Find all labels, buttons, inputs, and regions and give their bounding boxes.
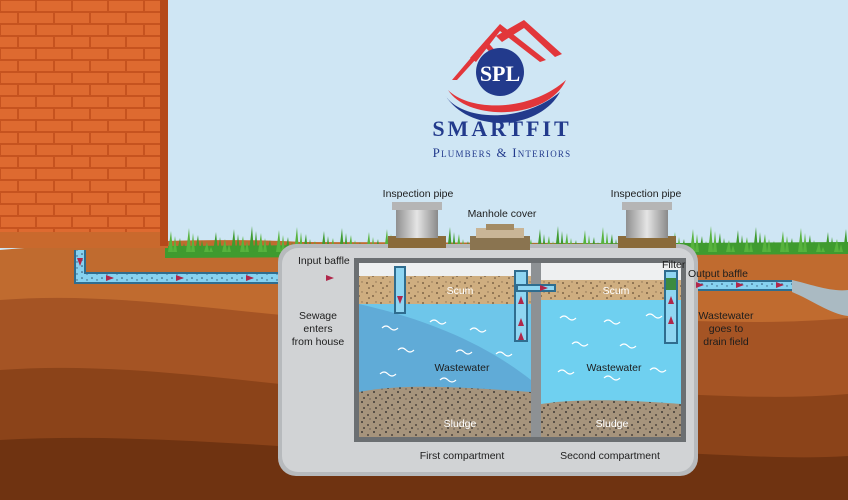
grass-blade xyxy=(726,240,735,252)
label-inspection-pipe-left: Inspection pipe xyxy=(382,188,454,200)
flow-arrow xyxy=(518,296,524,304)
grass-blade xyxy=(834,239,843,252)
grass-blade xyxy=(213,232,222,252)
label-sludge-left: Sludge xyxy=(443,418,477,430)
first-compartment-turbid-water xyxy=(359,304,531,396)
grass-blade xyxy=(168,231,177,252)
flow-arrows xyxy=(77,258,784,340)
grass-blade xyxy=(231,229,240,252)
water-waves xyxy=(379,313,667,383)
company-logo: SPL xyxy=(445,20,566,123)
grass-blade xyxy=(762,234,771,252)
grass-blade xyxy=(240,236,249,252)
grass-blade xyxy=(753,227,762,252)
inspection-pipe-right xyxy=(618,202,676,248)
grass-blade xyxy=(735,230,744,252)
label-sludge-right: Sludge xyxy=(595,418,629,430)
brand-name: SMARTFIT xyxy=(432,116,572,141)
input-baffle xyxy=(396,268,404,312)
grass-blade xyxy=(699,236,708,252)
label-scum-left: Scum xyxy=(446,285,474,297)
second-compartment-scum xyxy=(541,280,681,302)
svg-text:SPL: SPL xyxy=(480,61,520,86)
flow-arrow xyxy=(106,275,114,281)
grass-blade xyxy=(798,228,807,252)
transfer-pipe-top xyxy=(518,286,554,290)
flow-arrow xyxy=(77,258,83,266)
grass-blade xyxy=(249,226,258,252)
grass-blade xyxy=(708,226,717,252)
label-inspection-pipe-right: Inspection pipe xyxy=(610,188,682,200)
label-wastewater-exits: Wastewater goes to drain field xyxy=(698,310,754,348)
drain-field-spill xyxy=(792,280,848,316)
label-scum-right: Scum xyxy=(602,285,630,297)
flow-arrow xyxy=(518,332,524,340)
input-pipe-horizontal xyxy=(76,274,398,282)
label-input-baffle: Input baffle xyxy=(298,255,350,267)
label-wastewater-left: Wastewater xyxy=(434,362,490,374)
label-wastewater-right: Wastewater xyxy=(586,362,642,374)
filter xyxy=(666,278,676,290)
grass-blade xyxy=(258,233,267,252)
label-filter: Filter xyxy=(662,259,686,271)
label-second-compartment: Second compartment xyxy=(560,450,660,462)
grass-blade xyxy=(195,235,204,252)
flow-arrow xyxy=(518,318,524,326)
grass-blade xyxy=(780,231,789,252)
first-compartment-sludge xyxy=(359,386,531,437)
first-compartment-scum xyxy=(359,276,531,306)
flow-arrow xyxy=(736,282,744,288)
output-baffle xyxy=(666,272,676,342)
grass-blade xyxy=(717,233,726,252)
compartment-divider xyxy=(531,263,541,437)
grass-blade xyxy=(204,242,213,252)
flow-arrow xyxy=(397,296,403,304)
grass-blade xyxy=(816,242,825,252)
grass-blade xyxy=(843,229,848,252)
flow-arrow xyxy=(176,275,184,281)
house-brick-wall xyxy=(0,0,165,246)
transfer-pipe xyxy=(516,272,526,340)
grass-blade xyxy=(186,228,195,252)
flow-arrow xyxy=(246,275,254,281)
output-pipe xyxy=(672,282,792,289)
grass-blade xyxy=(690,229,699,252)
grass-blade xyxy=(771,241,780,252)
grass-blade xyxy=(744,237,753,252)
inspection-pipe-left xyxy=(388,202,446,248)
flow-arrow xyxy=(540,285,548,291)
flow-arrow xyxy=(668,296,674,304)
house-foundation xyxy=(0,232,168,248)
second-compartment-sludge xyxy=(541,400,681,437)
brand-tagline: Plumbers & Interiors xyxy=(432,145,572,160)
house-wall-edge xyxy=(160,0,168,246)
label-output-baffle: Output baffle xyxy=(688,268,748,280)
grass-blade xyxy=(267,240,276,252)
manhole-cover xyxy=(470,224,530,250)
label-first-compartment: First compartment xyxy=(419,450,505,462)
grass-blade xyxy=(825,232,834,252)
grass-blade xyxy=(807,235,816,252)
flow-arrow xyxy=(696,282,704,288)
grass-blade xyxy=(789,238,798,252)
flow-arrow xyxy=(668,316,674,324)
label-sewage-enters: Sewage enters from house xyxy=(291,310,345,348)
flow-arrow xyxy=(776,282,784,288)
label-manhole-cover: Manhole cover xyxy=(467,208,537,220)
grass-blade xyxy=(276,230,285,252)
grass-blade xyxy=(177,238,186,252)
flow-arrow xyxy=(326,275,334,281)
grass-blade xyxy=(222,239,231,252)
